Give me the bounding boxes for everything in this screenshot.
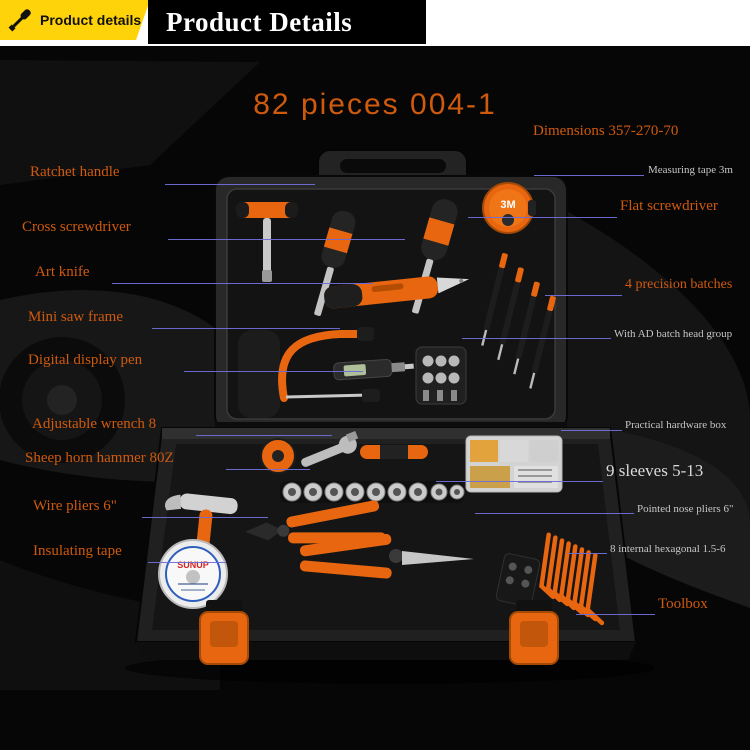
callout-line-measuring-tape [534,175,644,176]
long-nose-pliers-tool [299,533,474,579]
hardware-box [465,435,563,493]
callout-precision-batches: 4 precision batches [625,277,733,292]
ratchet-handle-tool [236,202,298,282]
callout-wire-pliers: Wire pliers 6" [33,498,117,514]
art-knife-tool [324,276,470,309]
product-dimensions: Dimensions 357-270-70 [533,123,679,139]
callout-line-digital-display-pen [184,371,363,372]
screwdriver-icon [5,5,35,35]
hex-key-set [539,532,605,626]
callout-line-sheep-horn-hammer [226,469,310,470]
right-latch [509,600,559,665]
callout-adjustable-wrench: Adjustable wrench 8 [32,416,157,432]
case-handle [340,159,446,173]
adjustable-wrench-tool [301,430,359,467]
callout-digital-display-pen: Digital display pen [28,352,143,368]
digital-display-pen-tool [333,358,414,381]
callout-line-batch-head-group [462,338,611,339]
callout-batch-head-group: With AD batch head group [614,328,733,340]
callout-line-flat-screwdriver [468,217,617,218]
page-title: Product Details [166,6,353,37]
callout-ratchet-handle: Ratchet handle [30,164,120,180]
precision-screwdrivers [481,253,556,389]
left-latch [199,600,249,665]
title-bar: Product Details [148,0,426,44]
callout-insulating-tape: Insulating tape [33,543,122,559]
callout-line-wire-pliers [142,517,268,518]
callout-pointed-nose-pliers: Pointed nose pliers 6" [637,503,734,515]
tape-measure-brand-text: 3M [500,199,515,211]
callout-line-sleeves [436,481,603,482]
callout-line-toolbox [576,614,655,615]
badge-label: Product details [40,12,142,28]
product-details-badge: Product details [0,0,150,40]
callout-line-ratchet-handle [165,184,315,185]
callout-measuring-tape: Measuring tape 3m [648,164,733,176]
mini-saw-tool [278,327,380,402]
callout-toolbox: Toolbox [658,596,708,612]
callout-line-art-knife [112,283,373,284]
product-title: 82 pieces 004-1 [253,88,497,121]
callout-line-pointed-nose-pliers [475,513,634,514]
callout-line-mini-saw-frame [152,328,340,329]
callout-line-precision-batches [545,295,622,296]
callout-hardware-box: Practical hardware box [625,419,727,431]
callout-line-insulating-tape [148,562,226,563]
callout-line-hardware-box [561,430,622,431]
driver-handle-tool [360,445,428,459]
callout-line-cross-screwdriver [168,239,405,240]
callout-art-knife: Art knife [35,264,90,280]
callout-mini-saw-frame: Mini saw frame [28,309,123,325]
callout-line-internal-hexagonal [568,553,607,554]
tape-roll-brand-text: SUNUP [177,560,209,570]
callout-sheep-horn-hammer: Sheep horn hammer 80Z [25,450,174,466]
header-bar: Product details Product Details [0,0,750,46]
callout-line-adjustable-wrench [196,435,332,436]
small-tape-measure-tool [260,438,296,474]
bit-set-block [415,346,467,405]
callout-cross-screwdriver: Cross screwdriver [22,219,131,235]
callout-sleeves: 9 sleeves 5-13 [606,461,704,480]
bit-holder-block [495,553,541,607]
callout-flat-screwdriver: Flat screwdriver [620,198,718,214]
callout-internal-hexagonal: 8 internal hexagonal 1.5-6 [610,543,726,555]
insulating-tape-tool: SUNUP [158,539,228,609]
socket-set-row [280,481,465,503]
